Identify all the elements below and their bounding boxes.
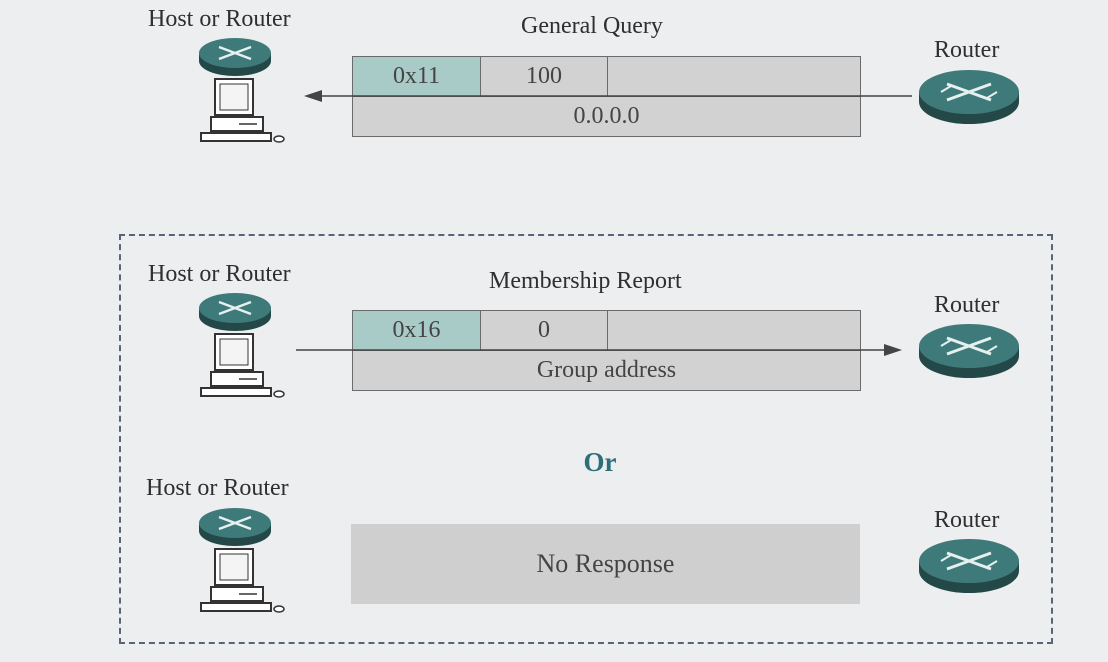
- no-response-box: No Response: [351, 524, 860, 604]
- router-icon: [917, 322, 1021, 380]
- router-label: Router: [934, 292, 1000, 318]
- or-label: Or: [583, 447, 617, 477]
- query-arrow: [304, 90, 912, 102]
- router-label: Router: [934, 37, 1000, 63]
- type-field: 0x16: [353, 311, 481, 351]
- type-field: 0x11: [353, 57, 481, 97]
- router-label: Router: [934, 507, 1000, 533]
- host-label: Host or Router: [146, 475, 289, 501]
- report-arrow: [296, 344, 902, 356]
- host-label: Host or Router: [148, 6, 291, 32]
- host-computer-icon: [197, 36, 286, 144]
- address-field: 0.0.0.0: [573, 103, 640, 129]
- message-title: Membership Report: [489, 268, 682, 294]
- message-title: General Query: [521, 13, 663, 39]
- response-options-box: [119, 234, 1053, 644]
- host-computer-icon: [197, 291, 286, 399]
- router-icon: [917, 537, 1021, 595]
- host-computer-icon: [197, 506, 286, 614]
- address-field: Group address: [536, 357, 677, 383]
- router-icon: [917, 68, 1021, 126]
- host-label: Host or Router: [148, 261, 291, 287]
